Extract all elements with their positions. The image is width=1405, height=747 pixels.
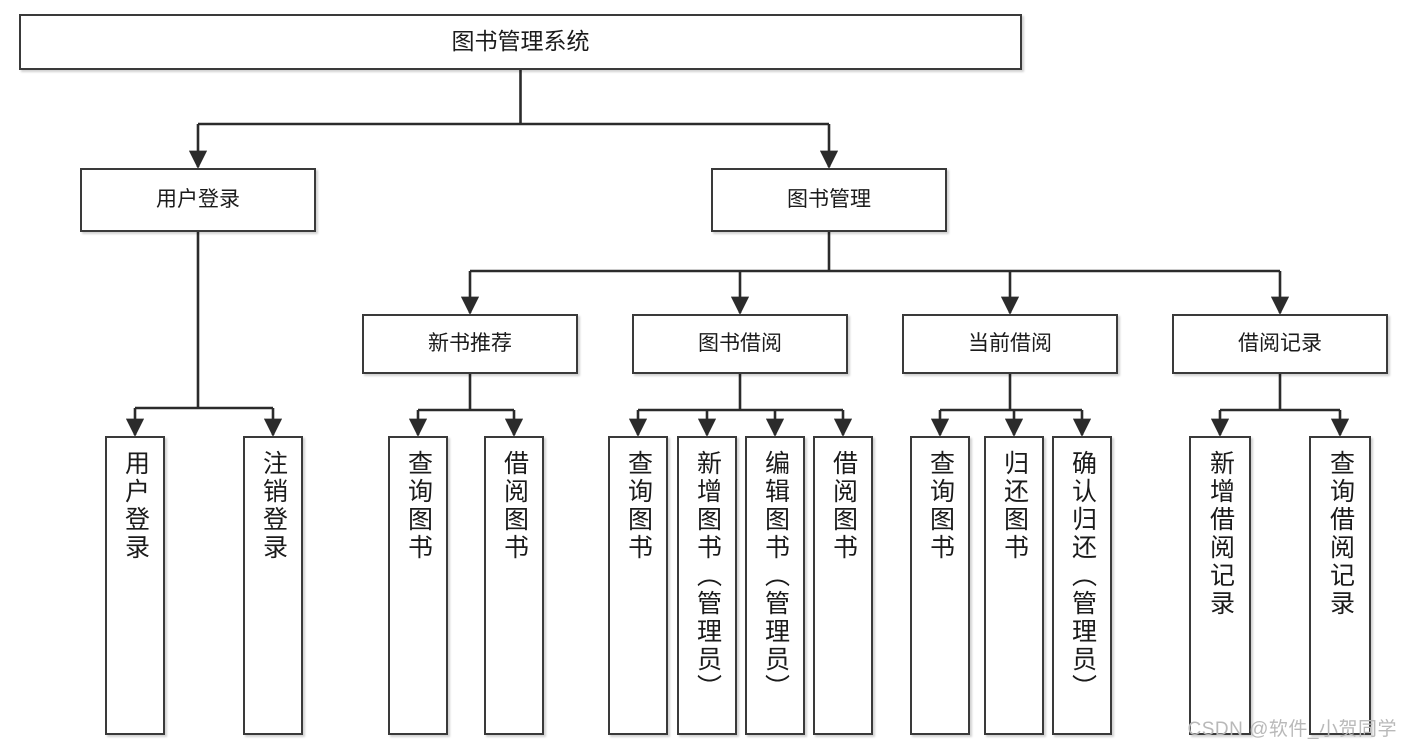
- node-leaf-6-label: 编辑图书（管理员）: [761, 450, 790, 702]
- node-root[interactable]: 图书管理系统: [19, 14, 1022, 70]
- node-leaf-2[interactable]: 查询图书: [388, 436, 448, 735]
- node-leaf-4[interactable]: 查询图书: [608, 436, 668, 735]
- node-leaf-3[interactable]: 借阅图书: [484, 436, 544, 735]
- node-level3-1[interactable]: 图书借阅: [632, 314, 848, 374]
- node-level3-2-label: 当前借阅: [968, 332, 1052, 356]
- node-level2-0[interactable]: 用户登录: [80, 168, 316, 232]
- node-leaf-1[interactable]: 注销登录: [243, 436, 303, 735]
- node-level3-3-label: 借阅记录: [1238, 332, 1322, 356]
- watermark-text: CSDN @软件_小贺同学: [1187, 719, 1397, 740]
- node-level2-1-label: 图书管理: [787, 188, 871, 212]
- node-level3-3[interactable]: 借阅记录: [1172, 314, 1388, 374]
- node-level3-2[interactable]: 当前借阅: [902, 314, 1118, 374]
- node-leaf-2-label: 查询图书: [404, 450, 433, 562]
- node-leaf-3-label: 借阅图书: [500, 450, 529, 562]
- node-leaf-12-label: 查询借阅记录: [1326, 450, 1355, 618]
- node-leaf-0-label: 用户登录: [121, 450, 150, 562]
- node-leaf-5-label: 新增图书（管理员）: [693, 450, 722, 702]
- node-level2-0-label: 用户登录: [156, 188, 240, 212]
- node-level2-1[interactable]: 图书管理: [711, 168, 947, 232]
- node-level3-1-label: 图书借阅: [698, 332, 782, 356]
- node-leaf-0[interactable]: 用户登录: [105, 436, 165, 735]
- node-leaf-1-label: 注销登录: [259, 450, 288, 562]
- node-leaf-8[interactable]: 查询图书: [910, 436, 970, 735]
- node-leaf-7[interactable]: 借阅图书: [813, 436, 873, 735]
- node-leaf-12[interactable]: 查询借阅记录: [1309, 436, 1371, 735]
- node-leaf-9[interactable]: 归还图书: [984, 436, 1044, 735]
- node-leaf-9-label: 归还图书: [1000, 450, 1029, 562]
- node-level3-0-label: 新书推荐: [428, 332, 512, 356]
- node-leaf-11-label: 新增借阅记录: [1206, 450, 1235, 618]
- node-leaf-6[interactable]: 编辑图书（管理员）: [745, 436, 805, 735]
- node-leaf-4-label: 查询图书: [624, 450, 653, 562]
- node-leaf-10-label: 确认归还（管理员）: [1068, 450, 1097, 702]
- node-root-label: 图书管理系统: [451, 28, 590, 55]
- node-leaf-5[interactable]: 新增图书（管理员）: [677, 436, 737, 735]
- node-leaf-7-label: 借阅图书: [829, 450, 858, 562]
- node-level3-0[interactable]: 新书推荐: [362, 314, 578, 374]
- node-leaf-10[interactable]: 确认归还（管理员）: [1052, 436, 1112, 735]
- node-leaf-8-label: 查询图书: [926, 450, 955, 562]
- node-leaf-11[interactable]: 新增借阅记录: [1189, 436, 1251, 735]
